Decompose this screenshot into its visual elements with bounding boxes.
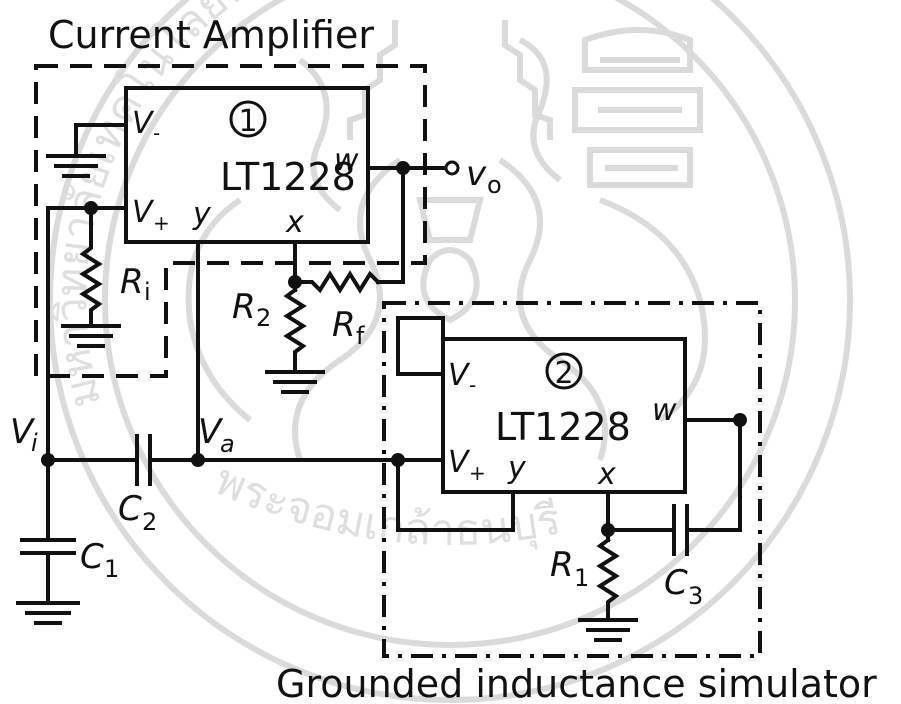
ri-label-sub: i: [144, 278, 151, 306]
ic2-part-label: LT1228: [495, 405, 631, 449]
vi-label: V: [10, 412, 36, 452]
current-amplifier-boundary: [34, 64, 427, 378]
ic1-number-circle: [229, 100, 267, 138]
vo-label-sub: o: [487, 171, 502, 199]
c3-label: C: [664, 563, 688, 603]
ic1-pin-y: y: [192, 197, 212, 232]
r2-ground-icon: [265, 370, 325, 394]
vo-terminal: [444, 160, 460, 176]
ic1-pin-vminus: V: [132, 106, 155, 141]
ic1-pin-x: x: [285, 205, 304, 240]
ic2-lt1228: 2 LT1228 V - V + y x w: [441, 337, 687, 494]
ic2-w-wire: [683, 418, 742, 532]
ic1-part-label: LT1228: [220, 155, 356, 199]
r1-ground-icon: [578, 618, 638, 642]
grounded-inductance-title: Grounded inductance simulator: [276, 662, 877, 704]
c2-label-sub: 2: [142, 508, 157, 536]
rf-label: R: [332, 305, 356, 345]
ic2-pin-x: x: [597, 457, 616, 492]
va-label: V: [198, 412, 224, 452]
ic1-body: [124, 86, 370, 244]
pagoda-icon: [185, 20, 708, 461]
vi-label-sub: i: [31, 429, 38, 457]
ic1-vplus-wire: [46, 206, 128, 462]
c3-label-sub: 3: [688, 582, 703, 610]
ic2-pin-vplus-sub: +: [469, 461, 486, 485]
current-amplifier-title: Current Amplifier: [48, 13, 374, 57]
ic2-pin-y: y: [507, 451, 527, 486]
ic2-body: [441, 337, 687, 494]
ground-icon: [46, 154, 106, 178]
ic2-w-node-dot: [733, 413, 747, 427]
c1-label: C: [80, 537, 104, 577]
ic1-pin-vminus-sub: -: [153, 121, 160, 145]
rf-right-wire: [376, 166, 405, 284]
rf-resistor-icon: [293, 270, 381, 294]
r2-label-sub: 2: [256, 304, 271, 332]
ic1-pin-w: w: [334, 143, 359, 178]
ic2-pin-vplus: V: [448, 445, 471, 480]
r1-label: R: [550, 545, 574, 585]
ic1-pin-vplus: V: [132, 195, 155, 230]
c2-label: C: [118, 489, 142, 529]
c1-label-sub: 1: [104, 555, 119, 583]
ic1-lt1228: 1 LT1228 V - V + y x w: [124, 86, 370, 244]
r2-label: R: [232, 287, 256, 327]
va-node-dot: [191, 453, 205, 467]
ri-ground-icon: [61, 324, 121, 348]
ic2-vminus-loop: [396, 316, 445, 376]
r1-label-sub: 1: [574, 564, 589, 592]
x-node-dot: [288, 275, 302, 289]
c1-ground-icon: [16, 601, 80, 625]
ic2-number-circle: [545, 352, 583, 390]
ic2-y-loop: [396, 458, 515, 532]
r1-resistor-icon: [596, 537, 620, 622]
r2-resistor-icon: [283, 287, 307, 374]
va-label-sub: a: [220, 430, 235, 458]
ri-label: R: [120, 262, 144, 302]
ic1-pin-vplus-sub: +: [153, 211, 170, 235]
rf-label-sub: f: [356, 322, 365, 350]
ic2-pin-w: w: [652, 393, 677, 428]
vo-label: v: [466, 154, 487, 194]
ri-resistor-icon: [79, 206, 103, 328]
inductance-simulator-boundary: [382, 301, 762, 658]
ic2-pin-vminus: V: [448, 358, 471, 393]
ic2-pin-vminus-sub: -: [469, 373, 476, 397]
ic1-number: 1: [238, 104, 257, 139]
ic1-vminus-wire: [74, 123, 128, 158]
ic2-number: 2: [554, 356, 573, 391]
